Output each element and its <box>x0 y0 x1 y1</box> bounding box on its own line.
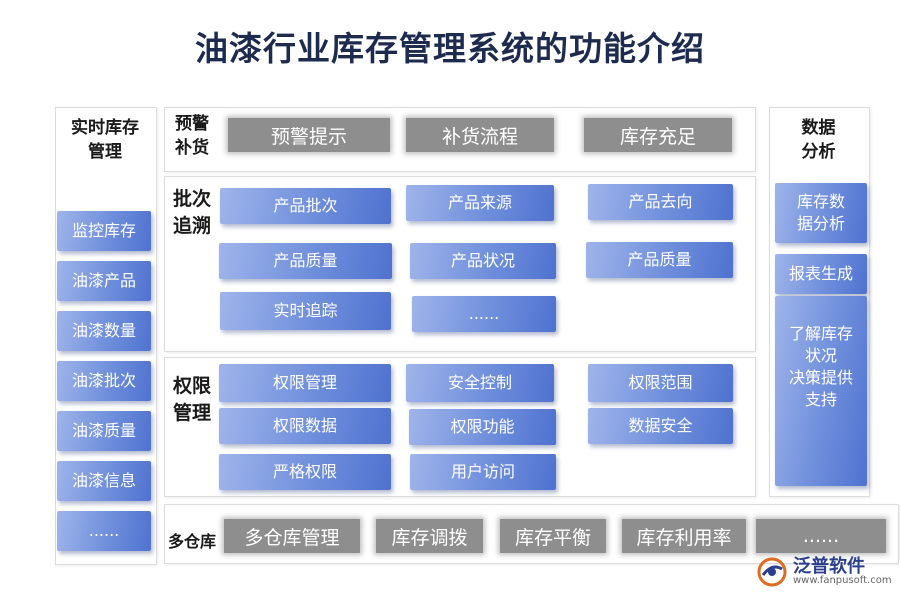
page-title: 油漆行业库存管理系统的功能介绍 <box>195 29 705 68</box>
stock-utilization-button[interactable]: 库存利用率 <box>622 519 746 553</box>
left-item-monitor[interactable]: 监控库存 <box>57 211 151 251</box>
perm-item-management[interactable]: 权限管理 <box>219 364 391 402</box>
left-item-paint-info[interactable]: 油漆信息 <box>57 461 151 501</box>
replenish-flow-button[interactable]: 补货流程 <box>406 118 554 152</box>
logo-name: 泛普软件 <box>793 556 865 577</box>
multi-warehouse-label: 多仓库 <box>167 532 216 551</box>
fanpu-logo-icon <box>757 557 787 587</box>
perm-item-data-security[interactable]: 数据安全 <box>588 408 733 444</box>
batch-item-more[interactable]: ...... <box>412 296 556 332</box>
batch-item-product-quality-2[interactable]: 产品质量 <box>586 242 733 278</box>
left-item-paint-quality[interactable]: 油漆质量 <box>57 411 151 451</box>
left-item-paint-product[interactable]: 油漆产品 <box>57 261 151 301</box>
batch-item-product-quality[interactable]: 产品质量 <box>219 243 392 279</box>
multi-more-button[interactable]: ...... <box>756 519 886 553</box>
perm-item-data[interactable]: 权限数据 <box>219 408 391 444</box>
multi-warehouse-manage-button[interactable]: 多仓库管理 <box>224 519 360 553</box>
perm-item-security-control[interactable]: 安全控制 <box>406 364 554 402</box>
right-item-inventory-analysis[interactable]: 库存数 据分析 <box>775 183 867 243</box>
batch-item-product-destination[interactable]: 产品去向 <box>588 184 733 220</box>
right-item-decision-support[interactable]: 了解库存 状况 决策提供 支持 <box>775 296 867 486</box>
batch-item-product-status[interactable]: 产品状况 <box>410 243 556 279</box>
batch-item-product-source[interactable]: 产品来源 <box>406 185 554 221</box>
permission-label: 权限 管理 <box>172 375 211 424</box>
fanpu-logo: 泛普软件 www.fanpusoft.com <box>755 552 892 592</box>
stock-transfer-button[interactable]: 库存调拨 <box>376 519 483 553</box>
realtime-inventory-header: 实时库存 管理 <box>71 118 139 162</box>
perm-item-function[interactable]: 权限功能 <box>409 409 556 445</box>
batch-item-product-batch[interactable]: 产品批次 <box>220 188 391 224</box>
stock-sufficient-button[interactable]: 库存充足 <box>584 118 732 152</box>
perm-item-strict[interactable]: 严格权限 <box>219 454 391 490</box>
right-item-report-generate[interactable]: 报表生成 <box>775 254 867 294</box>
warning-alert-button[interactable]: 预警提示 <box>228 118 390 152</box>
warning-label: 预警 补货 <box>175 114 209 158</box>
batch-item-realtime-track[interactable]: 实时追踪 <box>220 292 391 330</box>
left-item-paint-batch[interactable]: 油漆批次 <box>57 361 151 401</box>
stock-balance-button[interactable]: 库存平衡 <box>500 519 606 553</box>
logo-url: www.fanpusoft.com <box>793 575 892 586</box>
perm-item-user-access[interactable]: 用户访问 <box>410 454 556 490</box>
data-analysis-header: 数据 分析 <box>801 118 836 162</box>
perm-item-scope[interactable]: 权限范围 <box>588 364 733 402</box>
left-item-paint-quantity[interactable]: 油漆数量 <box>57 311 151 351</box>
batch-trace-label: 批次 追溯 <box>172 188 211 237</box>
left-item-more[interactable]: ...... <box>57 511 151 551</box>
